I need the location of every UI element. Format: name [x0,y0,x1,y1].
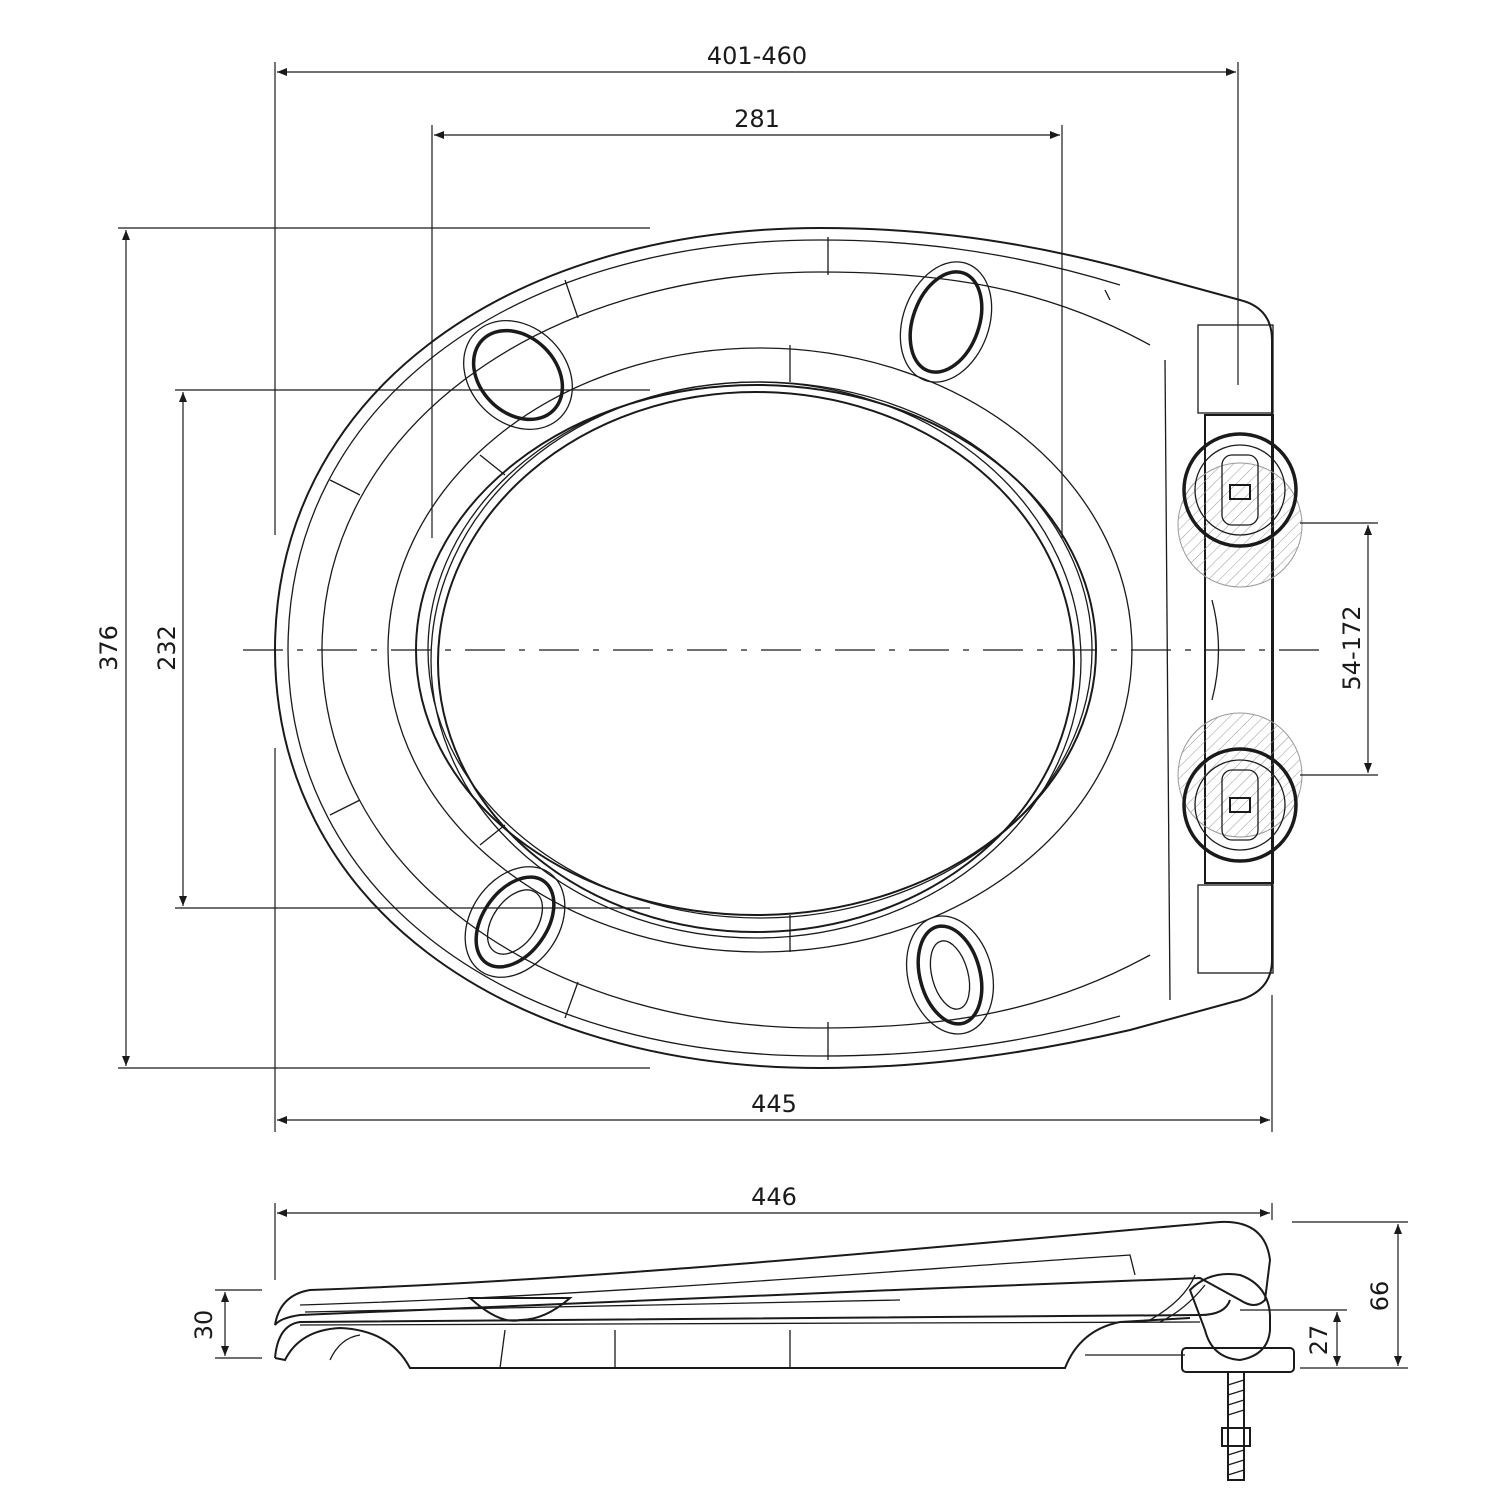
seat-opening [415,381,1097,939]
bumper-pad-side [467,1297,573,1322]
seat-outline [273,226,1273,1070]
threaded-bolt [1227,1379,1245,1476]
dim-side-overall-length: 446 [751,1183,797,1211]
dim-hinge-to-front: 401-460 [707,42,807,70]
dim-overall-width: 376 [95,625,123,671]
bumper-pads [463,261,995,1035]
dim-opening-width: 232 [153,625,181,671]
rim-segment-lines [329,237,1111,1060]
dim-hinge-axis-height: 27 [1305,1325,1333,1356]
hinge-assembly [1177,324,1303,974]
extension-lines [118,62,1378,1132]
dim-hinge-spacing: 54-172 [1338,605,1366,690]
side-view: 446 30 27 66 [190,1183,1408,1481]
seat-profile [274,1297,1231,1369]
side-extension-lines [215,1203,1408,1369]
dim-overall-height: 66 [1366,1281,1394,1312]
dimension-lines [122,68,1372,1124]
dim-fixing-width: 281 [734,105,780,133]
dim-overall-length: 445 [751,1090,797,1118]
top-view: 401-460 281 376 232 54-172 445 [95,42,1378,1132]
side-dimension-lines [221,1209,1402,1366]
dim-seat-height: 30 [190,1310,218,1341]
lid-profile [274,1220,1272,1326]
hinge-side [1149,1273,1295,1481]
